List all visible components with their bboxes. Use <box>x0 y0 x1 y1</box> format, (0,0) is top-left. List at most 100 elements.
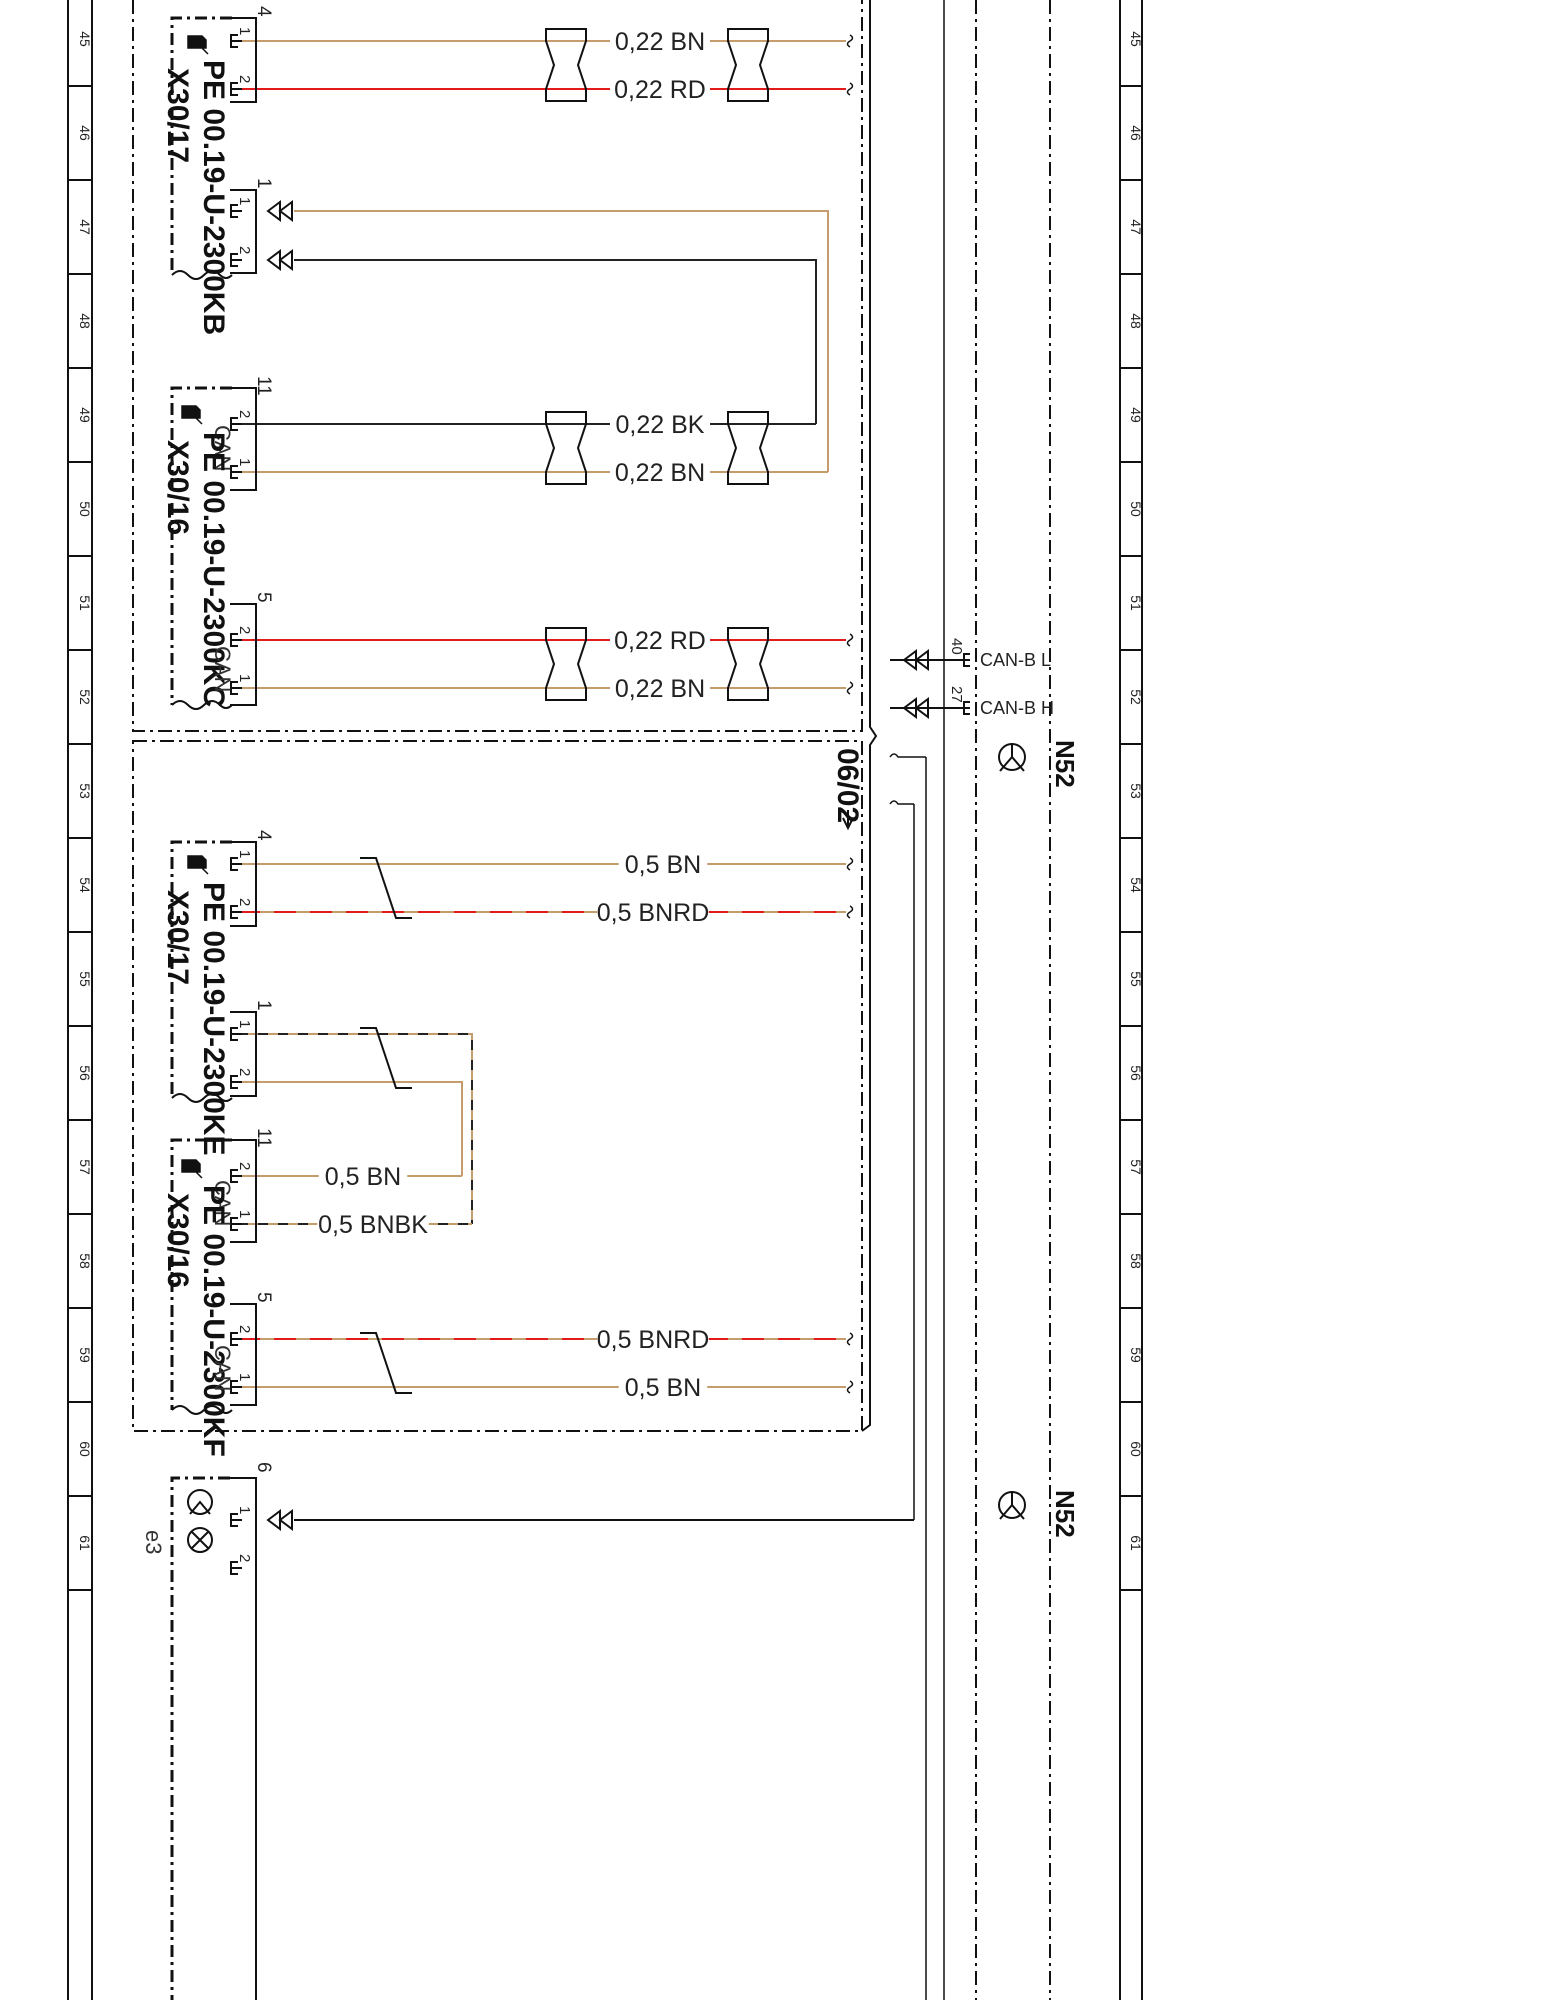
twist-marker <box>360 857 412 919</box>
pin-number: 1 <box>236 1020 253 1028</box>
n52-signal-label: CAN-B L <box>980 650 1051 670</box>
ruler-number: 59 <box>1128 1347 1144 1363</box>
label-bg <box>610 27 710 53</box>
lamp-icon <box>191 1531 209 1549</box>
module-break <box>171 700 233 710</box>
hand-pointer-icon <box>181 1159 203 1179</box>
pin-terminal <box>230 82 242 96</box>
can-label: CAN <box>210 425 235 471</box>
pin-number: 2 <box>236 246 253 254</box>
label-bg <box>610 410 710 436</box>
wire-loop-bnbk <box>238 1033 473 1224</box>
ruler-number: 55 <box>77 971 93 987</box>
pin-number: 1 <box>236 1210 253 1218</box>
bus-tilde <box>889 753 926 758</box>
wire-label-0-22-bn: 0,22 BN <box>615 459 705 487</box>
wire-label-0-22-bk: 0,22 BK <box>616 411 705 439</box>
connector-number: 11 <box>253 1128 274 1148</box>
pin-number: 1 <box>236 27 253 35</box>
lamp-icon <box>187 1527 213 1553</box>
label-bg <box>317 1210 429 1236</box>
ruler-number: 45 <box>77 31 93 47</box>
ruler-number: 53 <box>1128 783 1144 799</box>
twist-shield <box>545 411 587 485</box>
wire-label-0-22-rd: 0,22 RD <box>614 627 706 655</box>
pin-number: 2 <box>236 410 253 418</box>
twist-shield <box>545 28 587 102</box>
n52-terminal <box>963 653 970 667</box>
connector-number: 5 <box>253 592 274 603</box>
ruler-number: 48 <box>77 313 93 329</box>
ruler-number: 61 <box>77 1535 93 1551</box>
connector-housing <box>230 841 257 927</box>
pin-terminal <box>230 1513 242 1527</box>
transistor-icon <box>999 743 1025 772</box>
pin-number: 1 <box>236 458 253 466</box>
wire-label-0-5-bnrd: 0,5 BNRD <box>597 1326 710 1354</box>
connector-housing <box>230 387 257 491</box>
ruler-number: 47 <box>1128 219 1144 235</box>
ruler-number: 54 <box>1128 877 1144 893</box>
connector-number: 1 <box>253 1000 274 1011</box>
hand-pointer-icon <box>187 855 209 875</box>
pin-number: 2 <box>236 626 253 634</box>
wire-end-tilde <box>846 905 854 919</box>
connector-housing <box>230 1303 257 1406</box>
pin-terminal <box>230 1169 242 1183</box>
transistor-icon <box>189 1500 211 1515</box>
e3-housing <box>230 1477 257 2000</box>
wires-layer <box>238 28 970 1521</box>
bottom-group-frame <box>132 740 863 1432</box>
ruler-number: 58 <box>77 1253 93 1269</box>
can-label: CAN <box>210 1180 235 1226</box>
connector-housing <box>230 1011 257 1097</box>
connector-number: 4 <box>253 6 274 17</box>
module-id: X30/16 <box>161 440 194 535</box>
pin-terminal <box>230 857 242 871</box>
ruler-number: 46 <box>77 125 93 141</box>
connector-housing <box>230 1139 257 1243</box>
module-id: X30/16 <box>161 1193 194 1288</box>
label-bg <box>318 1162 408 1188</box>
label-bg <box>597 1325 709 1351</box>
module-frame <box>170 1138 232 1410</box>
twist-shield <box>727 28 769 102</box>
ruler-number: 50 <box>1128 501 1144 517</box>
ruler-number: 49 <box>1128 407 1144 423</box>
pin-terminal <box>230 253 242 267</box>
ruler-number: 52 <box>77 689 93 705</box>
wire-end-tilde <box>846 857 854 871</box>
pin-terminal <box>230 417 242 431</box>
reference-arrow-icon <box>842 810 854 831</box>
hand-pointer-icon <box>187 35 209 55</box>
wire-loop-bn <box>238 1081 463 1176</box>
n52-pin-number: 27 <box>948 686 965 703</box>
pin-terminal <box>230 204 242 218</box>
pin-number: 2 <box>236 1325 253 1333</box>
connector-housing <box>230 17 257 103</box>
twist-shield <box>545 627 587 701</box>
connector-housing <box>230 189 257 274</box>
module-code: PE 00.19-U-2300KC <box>197 432 230 707</box>
ruler-number: 46 <box>1128 125 1144 141</box>
hand-pointer-icon <box>181 405 203 425</box>
wire-end-tilde <box>846 681 854 695</box>
wire-end-tilde <box>846 82 854 96</box>
connector-number: 4 <box>253 830 274 841</box>
pin-number: 2 <box>236 75 253 83</box>
twist-marker <box>360 1027 412 1089</box>
ruler-number: 51 <box>77 595 93 611</box>
pin-number: 1 <box>236 197 253 205</box>
ruler-number: 52 <box>1128 689 1144 705</box>
n52-terminal <box>963 701 970 715</box>
pin-number: 1 <box>236 850 253 858</box>
wire-label-0-5-bn: 0,5 BN <box>625 1374 701 1402</box>
wire-loop-bn <box>294 210 829 472</box>
label-bg <box>610 674 710 700</box>
ruler-number: 49 <box>77 407 93 423</box>
transistor-icon <box>187 1489 213 1515</box>
ruler-number: 47 <box>77 219 93 235</box>
